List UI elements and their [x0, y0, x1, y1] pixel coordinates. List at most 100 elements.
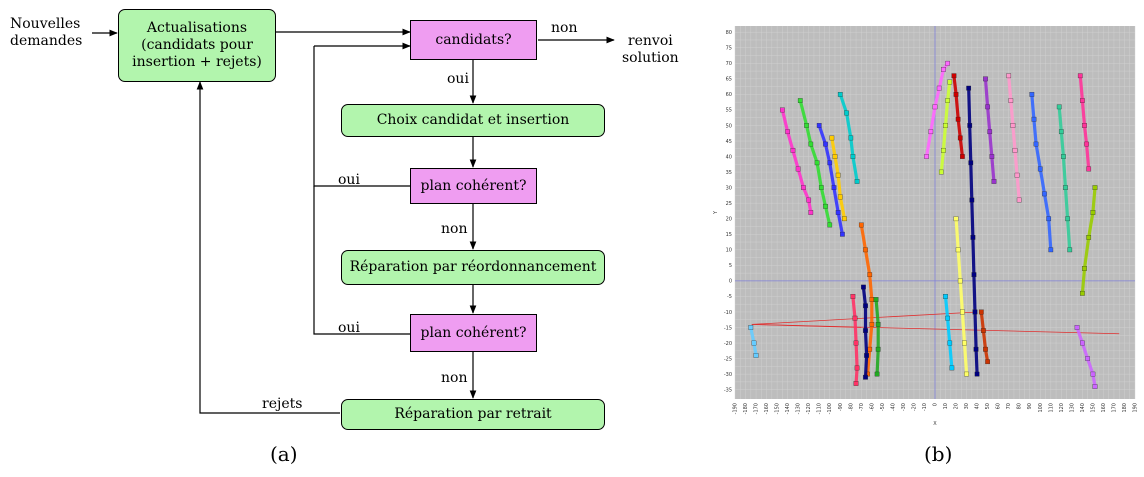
series-22 — [1074, 325, 1098, 389]
flowchart: Nouvelles demandes Actualisations (candi… — [10, 9, 679, 466]
data-point — [863, 247, 868, 253]
data-point — [835, 172, 841, 178]
data-point — [949, 365, 955, 371]
non-label-3: non — [441, 370, 468, 386]
y-tick-label: 70 — [726, 61, 732, 67]
data-point — [1048, 247, 1054, 253]
data-point — [945, 60, 950, 66]
series-6 — [861, 284, 869, 380]
data-point — [928, 129, 934, 135]
data-point — [981, 328, 986, 333]
data-point — [837, 194, 843, 200]
x-tick-label: 160 — [1101, 403, 1107, 413]
data-point — [874, 371, 880, 377]
data-point — [924, 154, 929, 159]
series-0 — [780, 107, 814, 215]
removal-box: Réparation par retrait — [341, 399, 605, 430]
data-point — [753, 353, 759, 358]
data-point — [848, 135, 854, 141]
x-tick-label: -20 — [911, 403, 917, 411]
data-point — [1042, 191, 1047, 197]
data-point — [867, 272, 873, 278]
non-label-2: non — [441, 221, 468, 237]
data-point — [840, 231, 845, 237]
data-point — [962, 340, 967, 346]
data-point — [985, 359, 990, 365]
data-point — [973, 346, 979, 352]
data-point — [1058, 129, 1064, 135]
data-point — [970, 235, 976, 240]
series-23 — [748, 325, 759, 358]
x-tick-label: 110 — [1048, 403, 1054, 413]
caption-a: (a) — [270, 442, 298, 466]
x-tick-label: 190 — [1133, 403, 1139, 413]
data-point — [853, 340, 859, 346]
y-tick-label: 25 — [726, 201, 732, 207]
y-tick-label: 35 — [726, 170, 732, 176]
data-point — [953, 92, 959, 97]
y-tick-label: 65 — [726, 77, 732, 83]
y-tick-label: 5 — [729, 263, 732, 269]
y-tick-label: -25 — [724, 356, 732, 362]
series-track — [817, 123, 844, 236]
data-point — [1061, 154, 1066, 159]
data-point — [816, 123, 822, 128]
data-point — [955, 116, 961, 122]
data-point — [875, 322, 881, 327]
data-point — [1082, 123, 1087, 128]
y-tick-label: 50 — [726, 123, 732, 129]
y-tick-label: 15 — [726, 232, 732, 238]
update-box: Actualisations (candidats pour insertion… — [118, 9, 276, 82]
data-point — [941, 147, 946, 153]
y-tick-label: 30 — [726, 185, 732, 191]
reorder-box: Réparation par réordonnancement — [341, 250, 605, 285]
data-point — [1080, 290, 1085, 296]
x-tick-label: 70 — [1006, 403, 1012, 409]
data-point — [808, 210, 814, 215]
data-point — [854, 365, 860, 371]
x-tick-label: -90 — [838, 403, 844, 411]
data-point — [1086, 235, 1092, 240]
x-tick-label: -50 — [880, 403, 886, 411]
data-point — [869, 297, 875, 302]
data-point — [1084, 141, 1089, 147]
data-point — [801, 185, 806, 190]
x-tick-label: -180 — [743, 403, 749, 414]
oui-label-1: oui — [447, 71, 469, 87]
data-point — [1086, 166, 1092, 172]
data-point — [808, 141, 814, 147]
y-tick-label: 80 — [726, 30, 732, 36]
oui-loop-2 — [313, 186, 410, 335]
data-point — [945, 315, 950, 321]
series-16 — [978, 309, 990, 365]
data-point — [1085, 356, 1090, 361]
data-point — [1037, 166, 1043, 172]
x-tick-label: 90 — [1027, 403, 1033, 409]
x-tick-label: -110 — [817, 403, 823, 414]
data-point — [842, 216, 847, 222]
x-tick-label: 60 — [996, 403, 1002, 409]
data-point — [814, 160, 820, 166]
data-point — [974, 371, 980, 377]
x-tick-label: -150 — [775, 403, 781, 414]
x-tick-label: 170 — [1111, 403, 1117, 413]
data-point — [957, 135, 963, 141]
coherent-decision-2: plan cohérent? — [410, 314, 537, 352]
x-tick-label: 30 — [964, 403, 970, 409]
x-tick-label: -70 — [859, 403, 865, 411]
data-point — [832, 154, 838, 159]
x-tick-label: 140 — [1080, 403, 1086, 413]
y-tick-label: -35 — [724, 387, 732, 393]
data-point — [1063, 185, 1068, 190]
data-point — [1033, 141, 1039, 147]
data-point — [943, 123, 948, 128]
series-12 — [966, 85, 980, 377]
data-point — [936, 85, 942, 91]
data-point — [978, 309, 984, 315]
route-line — [751, 324, 862, 328]
y-tick-label: 20 — [726, 217, 732, 223]
series-18 — [1029, 92, 1054, 253]
data-point — [858, 222, 864, 228]
data-point — [1014, 172, 1020, 178]
data-point — [751, 340, 757, 346]
